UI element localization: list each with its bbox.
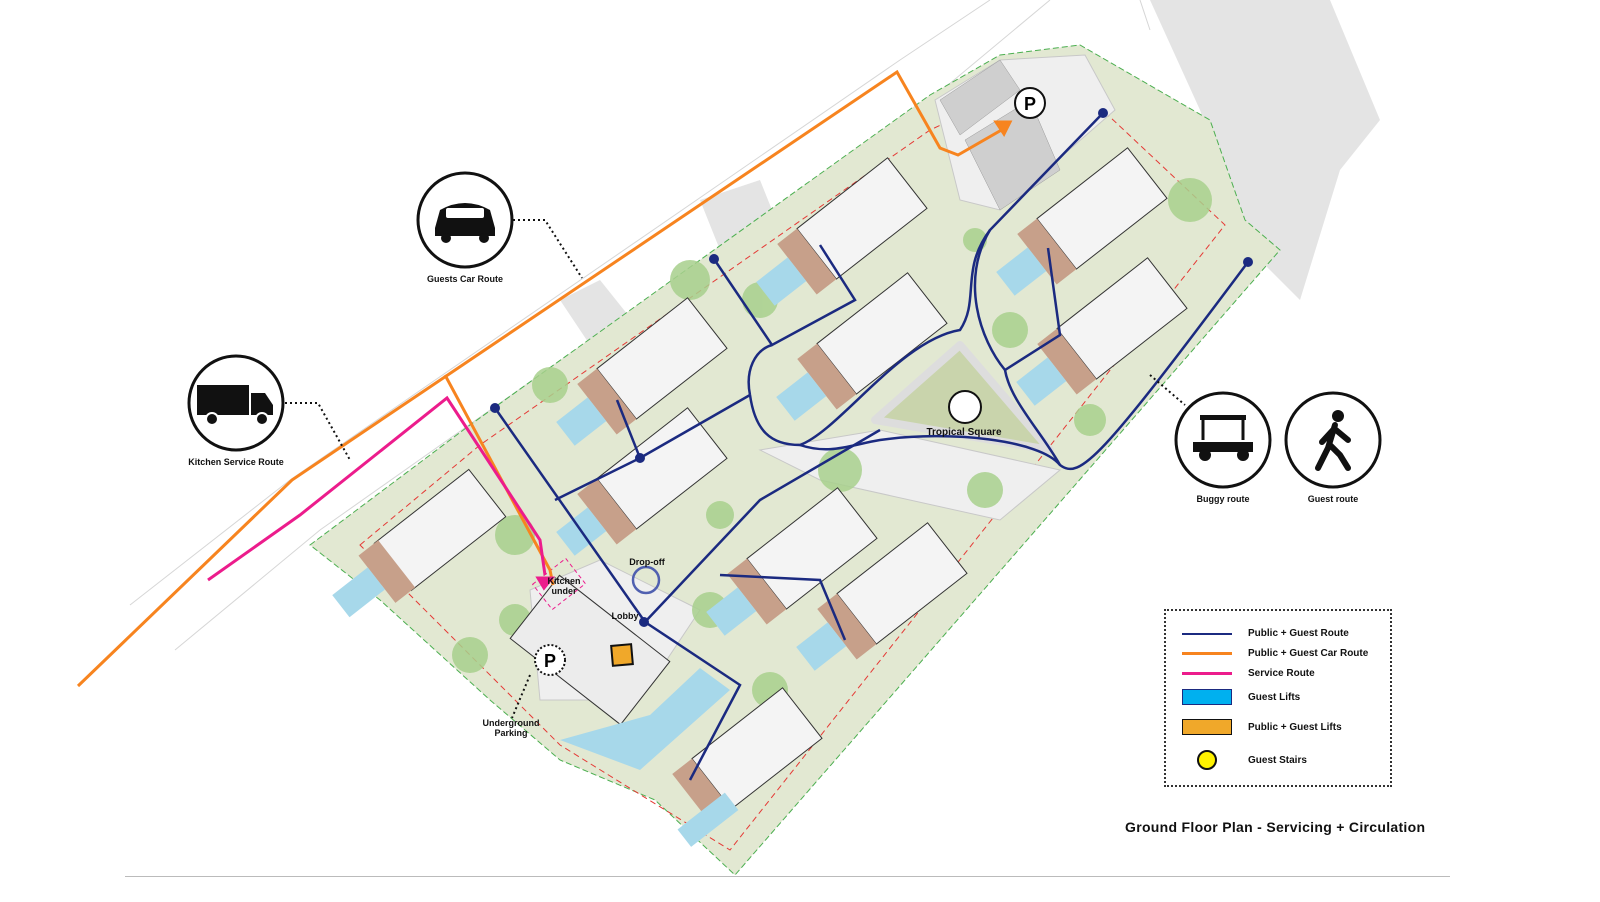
svg-text:P: P xyxy=(544,651,556,671)
buggy-route-label: Buggy route xyxy=(1196,494,1250,504)
car-icon xyxy=(416,171,514,269)
line-swatch xyxy=(1182,652,1232,655)
underground-parking-label-1: Underground xyxy=(482,718,540,728)
guest-route xyxy=(493,112,1250,781)
lobby-label: Lobby xyxy=(611,611,639,621)
guest-route-label: Guest route xyxy=(1307,494,1359,504)
legend-label: Public + Guest Lifts xyxy=(1248,721,1342,733)
legend-label: Guest Lifts xyxy=(1248,691,1301,703)
villas xyxy=(332,147,1188,847)
page-title: Ground Floor Plan - Servicing + Circulat… xyxy=(1125,819,1426,835)
svg-text:P: P xyxy=(1024,94,1036,114)
legend-label: Public + Guest Route xyxy=(1248,628,1349,639)
legend-item-guest-stairs: Guest Stairs xyxy=(1166,750,1307,770)
drop-off-label: Drop-off xyxy=(629,557,665,567)
trees xyxy=(452,178,1212,708)
legend-label: Public + Guest Car Route xyxy=(1248,648,1369,659)
bottom-divider xyxy=(125,876,1450,877)
truck-icon xyxy=(187,354,285,452)
tropical-square-icon xyxy=(948,390,982,424)
pedestrian-icon xyxy=(1284,391,1382,489)
route-nodes xyxy=(490,108,1253,627)
box-swatch xyxy=(1182,689,1232,705)
parking-marker-top: P xyxy=(1014,87,1046,119)
legend: Public + Guest Route Public + Guest Car … xyxy=(1164,609,1392,787)
public-guest-lift xyxy=(610,643,634,667)
parking-marker-underground: P xyxy=(534,644,566,676)
car-route-label: Guests Car Route xyxy=(426,274,504,284)
buggy-icon xyxy=(1174,391,1272,489)
legend-item-car-route: Public + Guest Car Route xyxy=(1166,648,1368,659)
tropical-square-label: Tropical Square xyxy=(926,427,1002,438)
leader-lines xyxy=(285,219,1186,719)
kitchen-under-label: Kitchen under xyxy=(547,576,581,596)
legend-label: Service Route xyxy=(1248,668,1315,679)
legend-item-public-guest-route: Public + Guest Route xyxy=(1166,628,1349,639)
service-route-label: Kitchen Service Route xyxy=(188,457,284,467)
site-setback xyxy=(359,69,1226,851)
line-swatch xyxy=(1182,632,1232,635)
legend-label: Guest Stairs xyxy=(1248,754,1307,766)
box-swatch xyxy=(1182,719,1232,735)
legend-item-public-guest-lifts: Public + Guest Lifts xyxy=(1166,719,1342,735)
service-route xyxy=(207,395,556,591)
legend-item-guest-lifts: Guest Lifts xyxy=(1166,689,1300,705)
legend-item-service-route: Service Route xyxy=(1166,668,1315,679)
dot-swatch xyxy=(1197,750,1217,770)
underground-parking-label-2: Parking xyxy=(494,728,528,738)
line-swatch xyxy=(1182,672,1232,675)
